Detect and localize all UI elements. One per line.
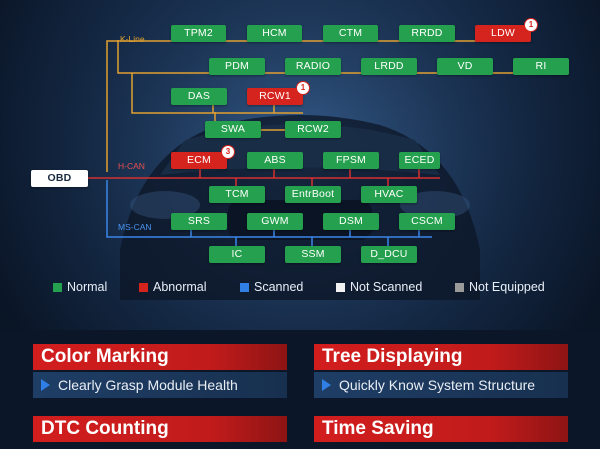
- module-ri[interactable]: RI: [513, 58, 569, 75]
- module-ctm[interactable]: CTM: [323, 25, 378, 42]
- feature-title-color-marking: Color Marking: [33, 344, 287, 370]
- module-srs[interactable]: SRS: [171, 213, 227, 230]
- module-ssm[interactable]: SSM: [285, 246, 341, 263]
- module-swa[interactable]: SWA: [205, 121, 261, 138]
- legend-not-equipped: Not Equipped: [455, 280, 545, 294]
- module-radio[interactable]: RADIO: [285, 58, 341, 75]
- legend-abnormal: Abnormal: [139, 280, 207, 294]
- legend-label: Not Equipped: [469, 280, 545, 294]
- module-ecm[interactable]: ECM: [171, 152, 227, 169]
- legend-swatch-not-scanned: [336, 282, 345, 292]
- module-hvac[interactable]: HVAC: [361, 186, 417, 203]
- module-ic[interactable]: IC: [209, 246, 265, 263]
- legend-label: Abnormal: [153, 280, 207, 294]
- module-cscm[interactable]: CSCM: [399, 213, 455, 230]
- play-arrow-icon: [41, 379, 50, 391]
- h-can-wires: [88, 168, 440, 186]
- module-lrdd[interactable]: LRDD: [361, 58, 417, 75]
- legend-scanned: Scanned: [240, 280, 303, 294]
- feature-subtitle-color-marking: Clearly Grasp Module Health: [33, 372, 287, 398]
- legend-swatch-normal: [53, 282, 62, 292]
- module-gwm[interactable]: GWM: [247, 213, 303, 230]
- feature-subtitle-tree-displaying: Quickly Know System Structure: [314, 372, 568, 398]
- module-eced[interactable]: ECED: [399, 152, 440, 169]
- module-entrboot[interactable]: EntrBoot: [285, 186, 341, 203]
- feature-title-tree-displaying: Tree Displaying: [314, 344, 568, 370]
- module-ldw[interactable]: LDW: [475, 25, 531, 42]
- legend-normal: Normal: [53, 280, 107, 294]
- feature-title-dtc-counting: DTC Counting: [33, 416, 287, 442]
- h-can-label: H-CAN: [118, 161, 145, 171]
- dtc-count-badge-rcw1: 1: [296, 81, 310, 95]
- legend-not-scanned: Not Scanned: [336, 280, 422, 294]
- module-d-dcu[interactable]: D_DCU: [361, 246, 417, 263]
- legend-swatch-scanned: [240, 282, 249, 292]
- module-tcm[interactable]: TCM: [209, 186, 265, 203]
- module-vd[interactable]: VD: [437, 58, 493, 75]
- module-fpsm[interactable]: FPSM: [323, 152, 379, 169]
- legend-label: Scanned: [254, 280, 304, 294]
- legend-swatch-abnormal: [139, 282, 148, 292]
- feature-subtitle-text: Clearly Grasp Module Health: [58, 377, 238, 393]
- module-das[interactable]: DAS: [171, 88, 227, 105]
- ms-can-wires: [106, 180, 432, 246]
- module-rcw1[interactable]: RCW1: [247, 88, 303, 105]
- module-tpm2[interactable]: TPM2: [171, 25, 226, 42]
- k-line-label: K-Line: [120, 34, 145, 44]
- module-dsm[interactable]: DSM: [323, 213, 379, 230]
- module-pdm[interactable]: PDM: [209, 58, 265, 75]
- module-hcm[interactable]: HCM: [247, 25, 302, 42]
- dtc-count-badge-ldw: 1: [524, 18, 538, 32]
- legend-label: Normal: [67, 280, 108, 294]
- module-abs[interactable]: ABS: [247, 152, 303, 169]
- module-rcw2[interactable]: RCW2: [285, 121, 341, 138]
- ms-can-label: MS-CAN: [118, 222, 152, 232]
- feature-title-time-saving: Time Saving: [314, 416, 568, 442]
- play-arrow-icon: [322, 379, 331, 391]
- dtc-count-badge-ecm: 3: [221, 145, 235, 159]
- obd-port[interactable]: OBD: [31, 170, 88, 187]
- feature-subtitle-text: Quickly Know System Structure: [339, 377, 536, 393]
- legend-label: Not Scanned: [350, 280, 423, 294]
- legend-swatch-not-equipped: [455, 282, 464, 292]
- module-rrdd[interactable]: RRDD: [399, 25, 455, 42]
